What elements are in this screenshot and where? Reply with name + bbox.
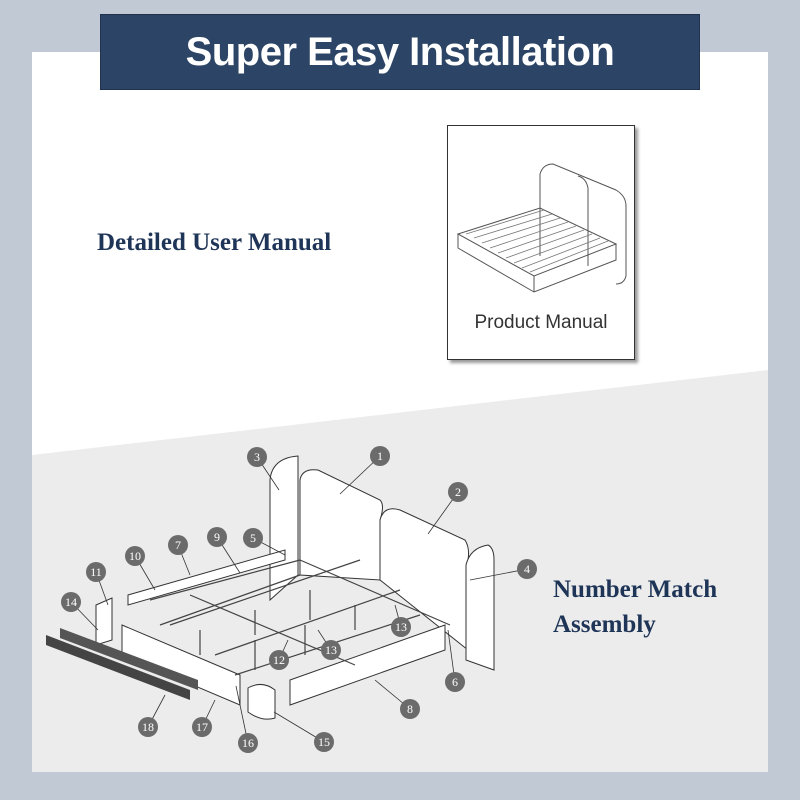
callout-14: 14 — [61, 592, 81, 612]
svg-text:18: 18 — [142, 720, 154, 734]
callout-5: 5 — [243, 528, 263, 548]
svg-text:10: 10 — [129, 549, 141, 563]
svg-text:13: 13 — [395, 620, 407, 634]
callout-16: 16 — [238, 733, 258, 753]
part-1-headboard-left — [299, 469, 383, 581]
page-title: Super Easy Installation — [185, 29, 615, 74]
callout-8: 8 — [400, 699, 420, 719]
part-15-corner — [247, 684, 276, 720]
number-match-heading-line1: Number Match — [553, 576, 718, 603]
part-10-rail — [127, 549, 286, 606]
bed-illustration — [456, 163, 627, 293]
callout-7: 7 — [168, 535, 188, 555]
part-4-right-wing — [465, 544, 495, 671]
callout-12: 12 — [269, 650, 289, 670]
svg-text:6: 6 — [452, 675, 458, 689]
svg-text:1: 1 — [377, 449, 383, 463]
callout-13a: 13 — [391, 617, 411, 637]
svg-text:15: 15 — [318, 735, 330, 749]
detailed-manual-heading: Detailed User Manual — [97, 229, 332, 256]
callout-18: 18 — [138, 717, 158, 737]
svg-text:8: 8 — [407, 702, 413, 716]
title-banner: Super Easy Installation — [100, 14, 700, 90]
part-11-corner-post — [95, 597, 113, 646]
callout-4: 4 — [517, 559, 537, 579]
svg-text:13: 13 — [325, 643, 337, 657]
svg-text:9: 9 — [214, 530, 220, 544]
callout-3: 3 — [247, 447, 267, 467]
callout-6: 6 — [445, 672, 465, 692]
svg-text:16: 16 — [242, 736, 254, 750]
callout-11: 11 — [86, 562, 106, 582]
callout-10: 10 — [125, 546, 145, 566]
svg-text:17: 17 — [196, 720, 208, 734]
svg-text:4: 4 — [524, 562, 530, 576]
product-manual-card: Product Manual — [447, 125, 635, 360]
manual-caption: Product Manual — [474, 312, 608, 333]
callout-15: 15 — [314, 732, 334, 752]
number-match-heading-line2: Assembly — [553, 611, 656, 638]
callout-13b: 13 — [321, 640, 341, 660]
part-3-left-wing — [269, 455, 299, 602]
svg-text:11: 11 — [90, 565, 102, 579]
svg-text:12: 12 — [273, 653, 285, 667]
part-8-side-rail — [289, 624, 446, 706]
part-18-slat-bundle — [46, 628, 198, 700]
callout-1: 1 — [370, 446, 390, 466]
callout-2: 2 — [448, 482, 468, 502]
callout-9: 9 — [207, 527, 227, 547]
callout-17: 17 — [192, 717, 212, 737]
svg-text:5: 5 — [250, 531, 256, 545]
svg-text:7: 7 — [175, 538, 181, 552]
svg-text:14: 14 — [65, 595, 77, 609]
svg-text:2: 2 — [455, 485, 461, 499]
part-2-headboard-right — [379, 508, 470, 652]
svg-text:3: 3 — [254, 450, 260, 464]
